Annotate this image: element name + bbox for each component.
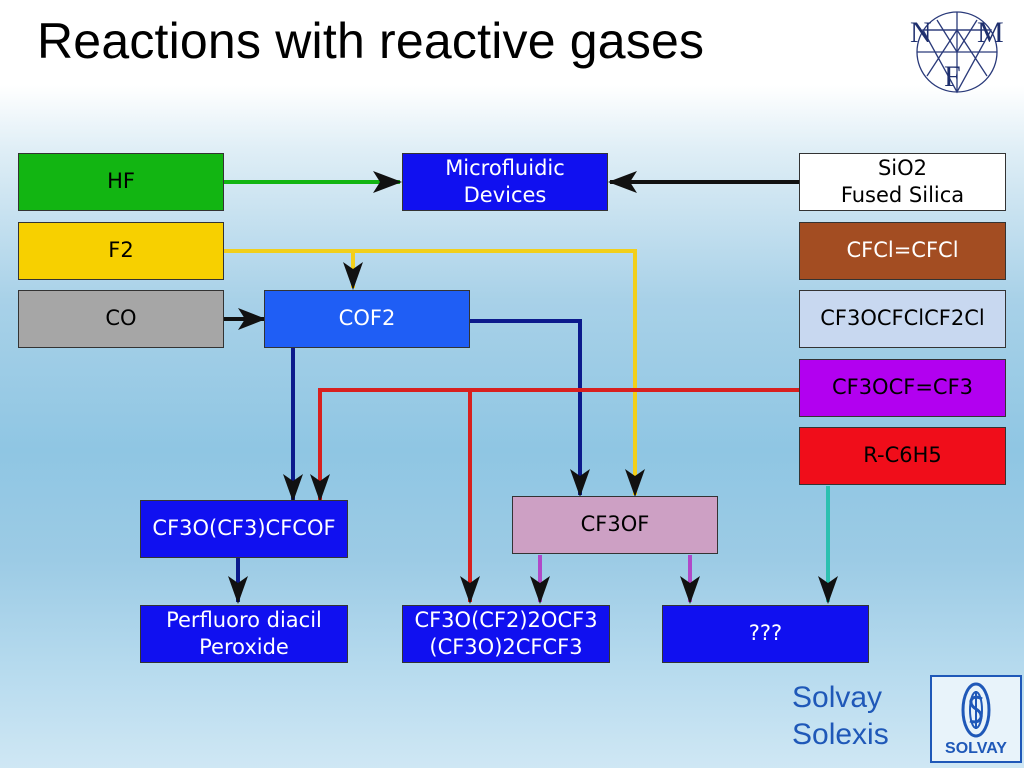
node-ether-products-line2: (CF3O)2CFCF3 [429, 635, 583, 659]
node-f2-label: F2 [108, 238, 134, 263]
node-ether-products: CF3O(CF2)2OCF3 (CF3O)2CFCF3 [402, 605, 610, 663]
brand-line-1: Solvay [792, 681, 883, 714]
logo-letter-m: M [977, 16, 1004, 49]
node-cfcl-cfcl-label: CFCl=CFCl [846, 238, 959, 263]
node-unknown-label: ??? [748, 621, 783, 646]
node-peroxide-line2: Peroxide [199, 635, 289, 659]
arrowheads [228, 171, 838, 604]
node-microfluidic-line1: Microfluidic [445, 155, 565, 180]
solvay-emblem-icon [961, 682, 991, 738]
arrowhead [818, 576, 838, 604]
arrowhead [680, 576, 700, 604]
solvay-solexis-brand: Solvay Solexis [792, 680, 917, 753]
node-cf3ocfclcf2cl: CF3OCFClCF2Cl [799, 290, 1006, 348]
node-unknown-product: ??? [662, 605, 869, 663]
node-sio2-line1: SiO2 [877, 155, 928, 180]
node-cof2: COF2 [264, 290, 470, 348]
page-title: Reactions with reactive gases [37, 13, 705, 69]
arrow-cof2-to-cf3of [470, 319, 582, 495]
arrowhead [228, 576, 248, 604]
arrowhead [570, 469, 590, 497]
arrowhead [608, 171, 637, 193]
arrow-f2-to-cf3of [353, 249, 637, 495]
brand-line-2: Solexis [792, 717, 889, 751]
node-sio2-line2: Fused Silica [840, 183, 965, 207]
node-cf3o-cf3-cfcof-label: CF3O(CF3)CFCOF [152, 516, 336, 541]
solvay-logo-text: SOLVAY [945, 740, 1007, 757]
node-co: CO [18, 290, 224, 348]
node-r-c6h5-label: R-C6H5 [863, 443, 942, 468]
node-cfcl-cfcl: CFCl=CFCl [799, 222, 1006, 280]
arrowhead [283, 474, 303, 502]
arrowhead [373, 171, 402, 193]
arrowhead [238, 308, 266, 330]
node-cf3o-cf3-cfcof: CF3O(CF3)CFCOF [140, 500, 348, 558]
node-ether-products-line1: CF3O(CF2)2OCF3 [414, 607, 598, 632]
node-cf3ocf-cf3: CF3OCF=CF3 [799, 359, 1006, 417]
node-hf: HF [18, 153, 224, 211]
solvay-logo: SOLVAY [930, 675, 1022, 763]
arrowhead [530, 576, 550, 604]
node-r-c6h5: R-C6H5 [799, 427, 1006, 485]
node-cf3of-label: CF3OF [580, 512, 650, 537]
node-microfluidic-devices: Microfluidic Devices [402, 153, 608, 211]
node-perfluoro-diacil-peroxide: Perfluoro diacil Peroxide [140, 605, 348, 663]
logo-letter-n: N [910, 16, 932, 49]
arrowhead [460, 576, 480, 604]
arrowhead [343, 262, 363, 290]
node-cf3ocf-cf3-label: CF3OCF=CF3 [831, 375, 974, 400]
node-hf-label: HF [107, 169, 135, 194]
arrowhead [310, 474, 330, 502]
node-cf3of: CF3OF [512, 496, 718, 554]
node-microfluidic-line2: Devices [463, 183, 547, 207]
node-cof2-label: COF2 [338, 306, 396, 331]
arrow-hfpo-to-acyl-fluoride [318, 388, 800, 500]
node-co-label: CO [105, 306, 137, 331]
node-f2: F2 [18, 222, 224, 280]
logo-letter-f: F [944, 60, 961, 93]
node-cf3ocfclcf2cl-label: CF3OCFClCF2Cl [820, 306, 985, 331]
node-sio2: SiO2 Fused Silica [799, 153, 1006, 211]
arrow-f2-to-cof2 [224, 249, 355, 288]
node-peroxide-line1: Perfluoro diacil [166, 607, 322, 632]
nmf-logo: N M F [910, 11, 1004, 94]
arrowhead [625, 469, 645, 497]
